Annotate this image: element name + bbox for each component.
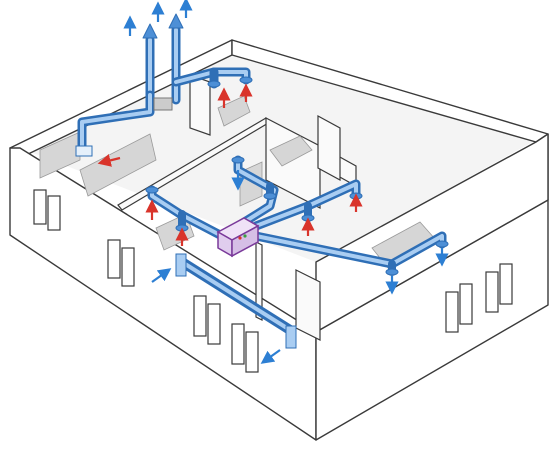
wall-bath [189,74,211,136]
kitchen-hood [75,145,93,157]
kitchen-cabinet [39,131,81,179]
wall-livingroom-door [317,114,341,182]
blue-arrow-in-icon [151,268,172,283]
bed [269,135,313,167]
wall-center [255,241,263,321]
ventilation-unit [216,217,260,258]
exhaust-arrows [97,83,363,246]
window-left-3 [193,295,221,345]
window-right-1 [445,283,473,333]
wall-corridor-left [265,117,321,209]
bath-extractor [153,97,173,111]
interior-walls [117,74,357,341]
unit-indicator [238,236,242,240]
outer-walls [9,39,549,441]
bathtub [217,95,251,127]
window-right-2 [485,263,513,313]
windows [33,189,513,373]
outflow-grille [285,325,297,349]
roof-cap-left [142,23,158,39]
window-left-2 [107,239,135,287]
furniture [39,95,437,269]
window-left-1 [33,189,61,231]
window-left-4 [231,323,259,373]
intake-grille [175,253,187,277]
kitchen-counter [79,133,157,197]
blue-arrow-out-icon [260,349,281,364]
supply-arrows [123,0,449,364]
roof-cap-right [168,13,184,29]
red-arrow-left-icon [97,153,121,167]
wall-closet [295,269,321,341]
